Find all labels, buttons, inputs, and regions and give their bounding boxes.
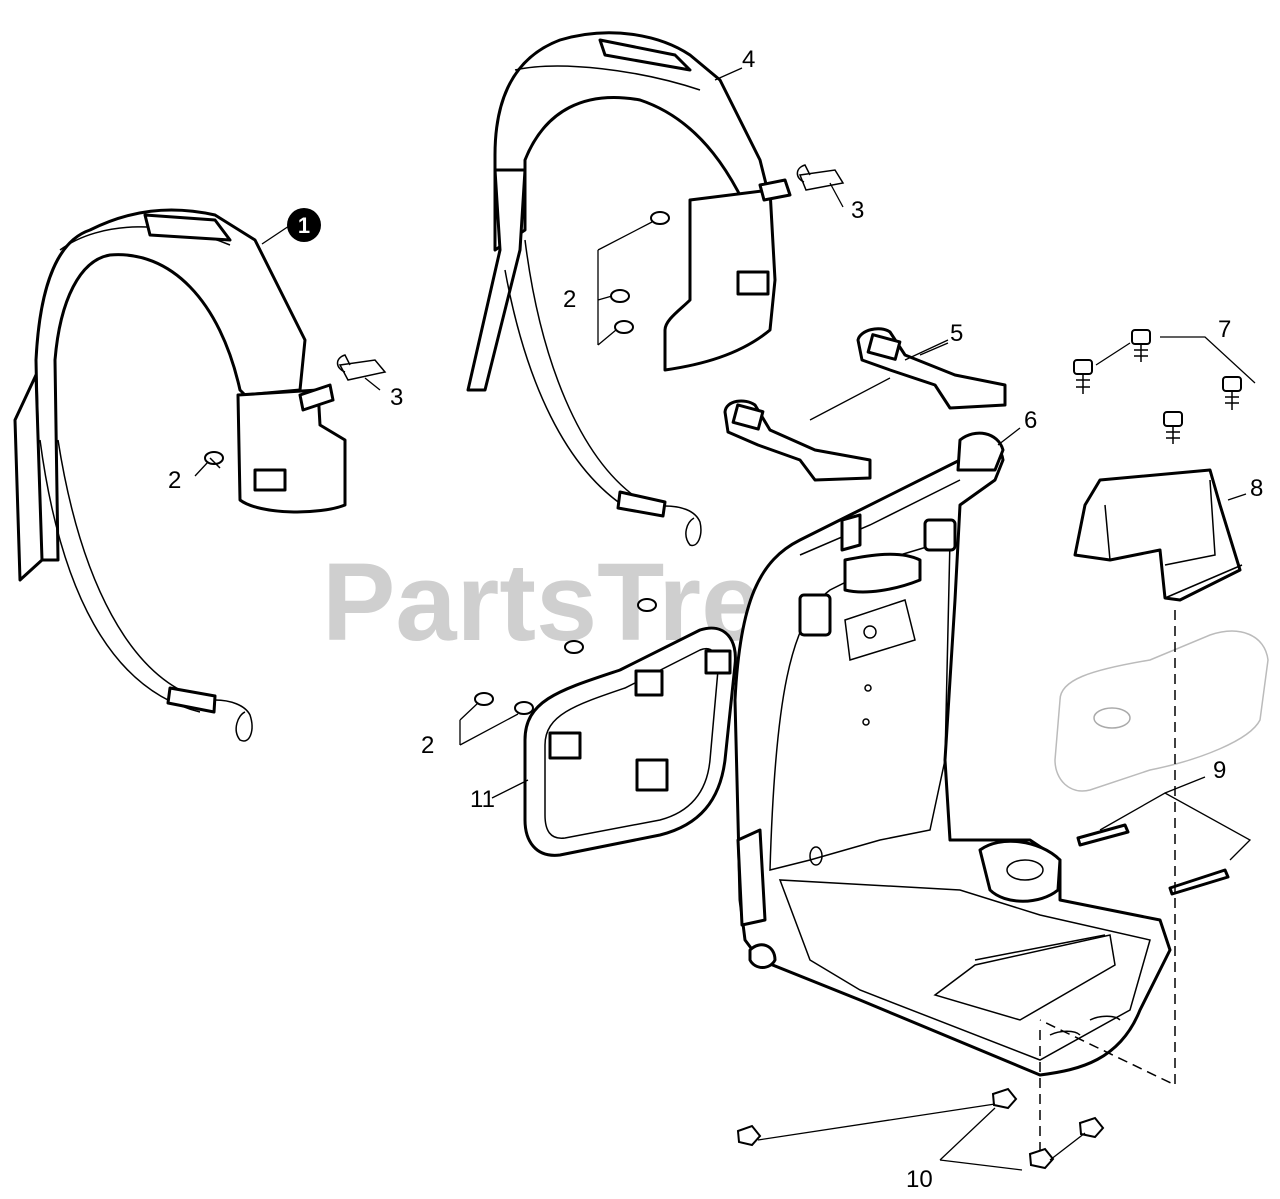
hook-part-3-left[interactable] [336,354,387,381]
guard-part-8[interactable] [1073,468,1243,602]
callout-2b[interactable]: 2 [563,286,576,313]
callout-7[interactable]: 7 [1218,316,1231,343]
fuel-tank [1054,630,1269,792]
bolt-part-2-left[interactable] [204,451,224,469]
callout-2c[interactable]: 2 [421,732,434,759]
callout-6[interactable]: 6 [1024,407,1037,434]
hook-part-3-right[interactable] [796,164,845,191]
callout-11[interactable]: 11 [470,786,495,813]
callout-1-highlight[interactable] [287,208,321,242]
callout-4[interactable]: 4 [742,46,755,73]
back-pad[interactable] [523,626,737,857]
strap-part-5-lower[interactable] [723,399,872,482]
shoulder-harness-right[interactable] [466,31,792,547]
callout-8[interactable]: 8 [1250,475,1263,502]
callout-1[interactable]: 1 [298,213,310,238]
callout-9[interactable]: 9 [1213,757,1226,784]
callout-5[interactable]: 5 [950,320,963,347]
plate-group-part-9[interactable] [1076,792,1252,896]
strap-part-5-upper[interactable] [856,327,1007,410]
callout-10[interactable]: 10 [906,1166,933,1193]
bolt-group-part-2-upper[interactable] [597,211,670,346]
callouts: 1 2 2 2 3 3 4 5 6 7 8 9 10 11 [168,46,1263,1193]
shoulder-harness-left[interactable] [13,208,347,742]
back-frame[interactable] [733,431,1172,1077]
callout-3a[interactable]: 3 [390,384,403,411]
leader-part-5 [809,339,949,421]
callout-2a[interactable]: 2 [168,467,181,494]
callout-3b[interactable]: 3 [851,197,864,224]
bolt-group-part-2-lower[interactable] [459,598,657,746]
callout-leaders [194,67,1247,799]
nut-group-part-10[interactable] [736,1087,1105,1171]
bolt-group-part-7[interactable] [1073,329,1256,444]
